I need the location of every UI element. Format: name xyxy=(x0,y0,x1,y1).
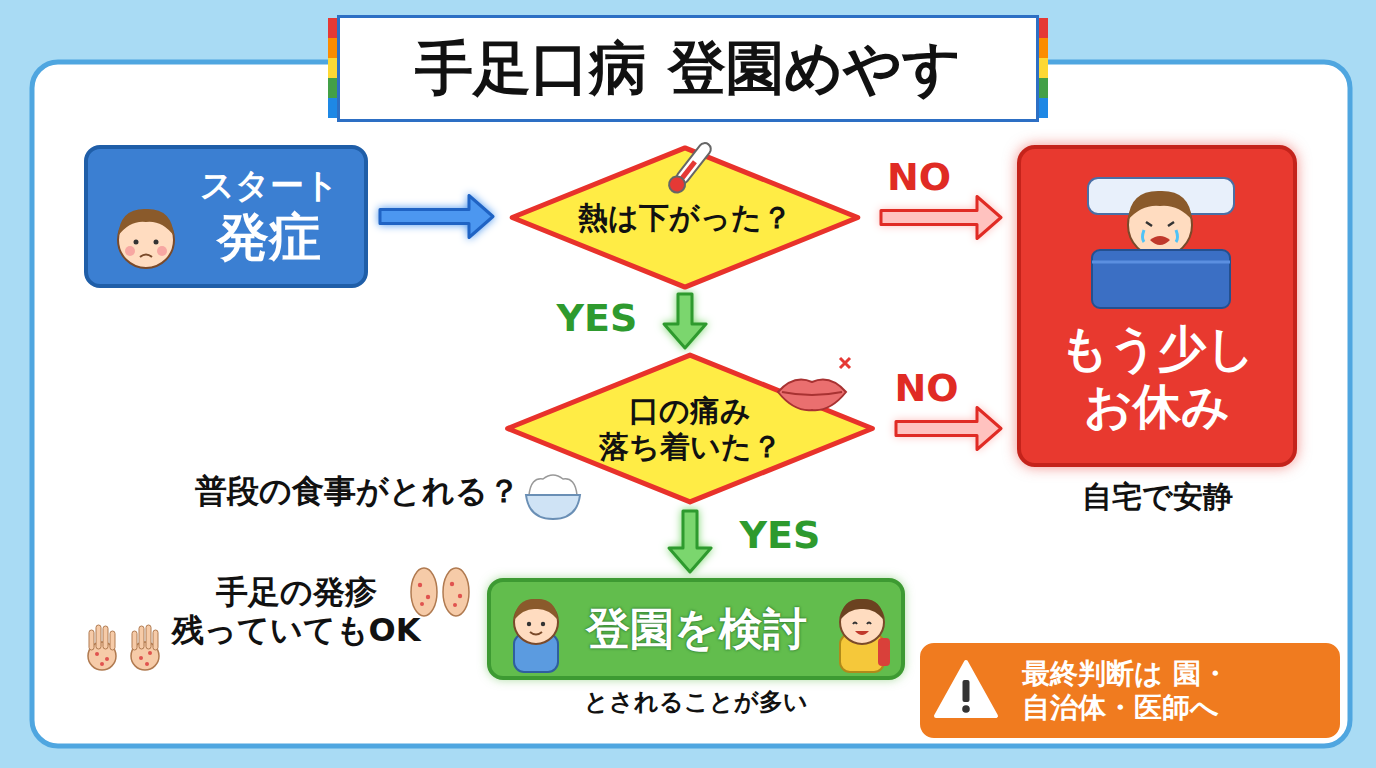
warning-box: 最終判断は 園・自治体・医師へ xyxy=(920,643,1340,738)
node-text: スタート xyxy=(200,165,339,206)
node-text: 熱は下がった？ xyxy=(578,200,792,236)
edge-label: NO xyxy=(894,366,958,412)
decision-diamond: 口の痛み 落ち着いた？ xyxy=(500,352,880,505)
start-box: スタート発症 xyxy=(84,145,368,288)
note-label: 手足の発疹 残っていてもOK xyxy=(165,573,427,650)
warning-icon xyxy=(936,662,996,716)
rice-bowl-icon xyxy=(526,475,580,519)
flow-arrow xyxy=(664,294,706,348)
attend-box: 登園を検討とされることが多い xyxy=(487,578,905,680)
flow-arrow xyxy=(380,196,493,238)
flow-arrow xyxy=(881,197,1001,239)
edge-label: NO xyxy=(887,155,951,201)
note-label: 普段の食事がとれる？ xyxy=(118,472,520,510)
flow-arrow xyxy=(896,408,1001,450)
title-box: 手足口病 登園めやす xyxy=(337,15,1039,122)
sick-child-face xyxy=(118,209,174,268)
edge-label: YES xyxy=(740,513,821,559)
child-with-backpack xyxy=(514,599,558,672)
node-text: もう少し お休み xyxy=(1037,320,1277,435)
main-panel xyxy=(32,62,1350,746)
node-caption: とされることが多い xyxy=(471,686,921,718)
node-text: 口の痛み 落ち着いた？ xyxy=(590,393,790,465)
thermometer-icon xyxy=(666,139,715,195)
child-in-bed xyxy=(1088,178,1234,308)
edge-label: YES xyxy=(557,296,638,342)
node-text: 登園を検討 xyxy=(586,603,807,656)
rest-box: もう少し お休み自宅で安静 xyxy=(1017,145,1297,467)
title-text: 手足口病 登園めやす xyxy=(415,34,960,104)
hands-rash-icon xyxy=(88,625,159,670)
node-caption: 自宅で安静 xyxy=(1001,477,1313,518)
node-text: 発症 xyxy=(217,206,321,268)
flow-arrow xyxy=(669,511,711,572)
sore-mouth-icon xyxy=(778,358,850,410)
child-with-backpack xyxy=(840,599,890,672)
node-text: 最終判断は 園・自治体・医師へ xyxy=(1022,657,1322,724)
feet-rash-icon xyxy=(411,568,469,616)
decision-diamond: 熱は下がった？ xyxy=(505,145,865,290)
